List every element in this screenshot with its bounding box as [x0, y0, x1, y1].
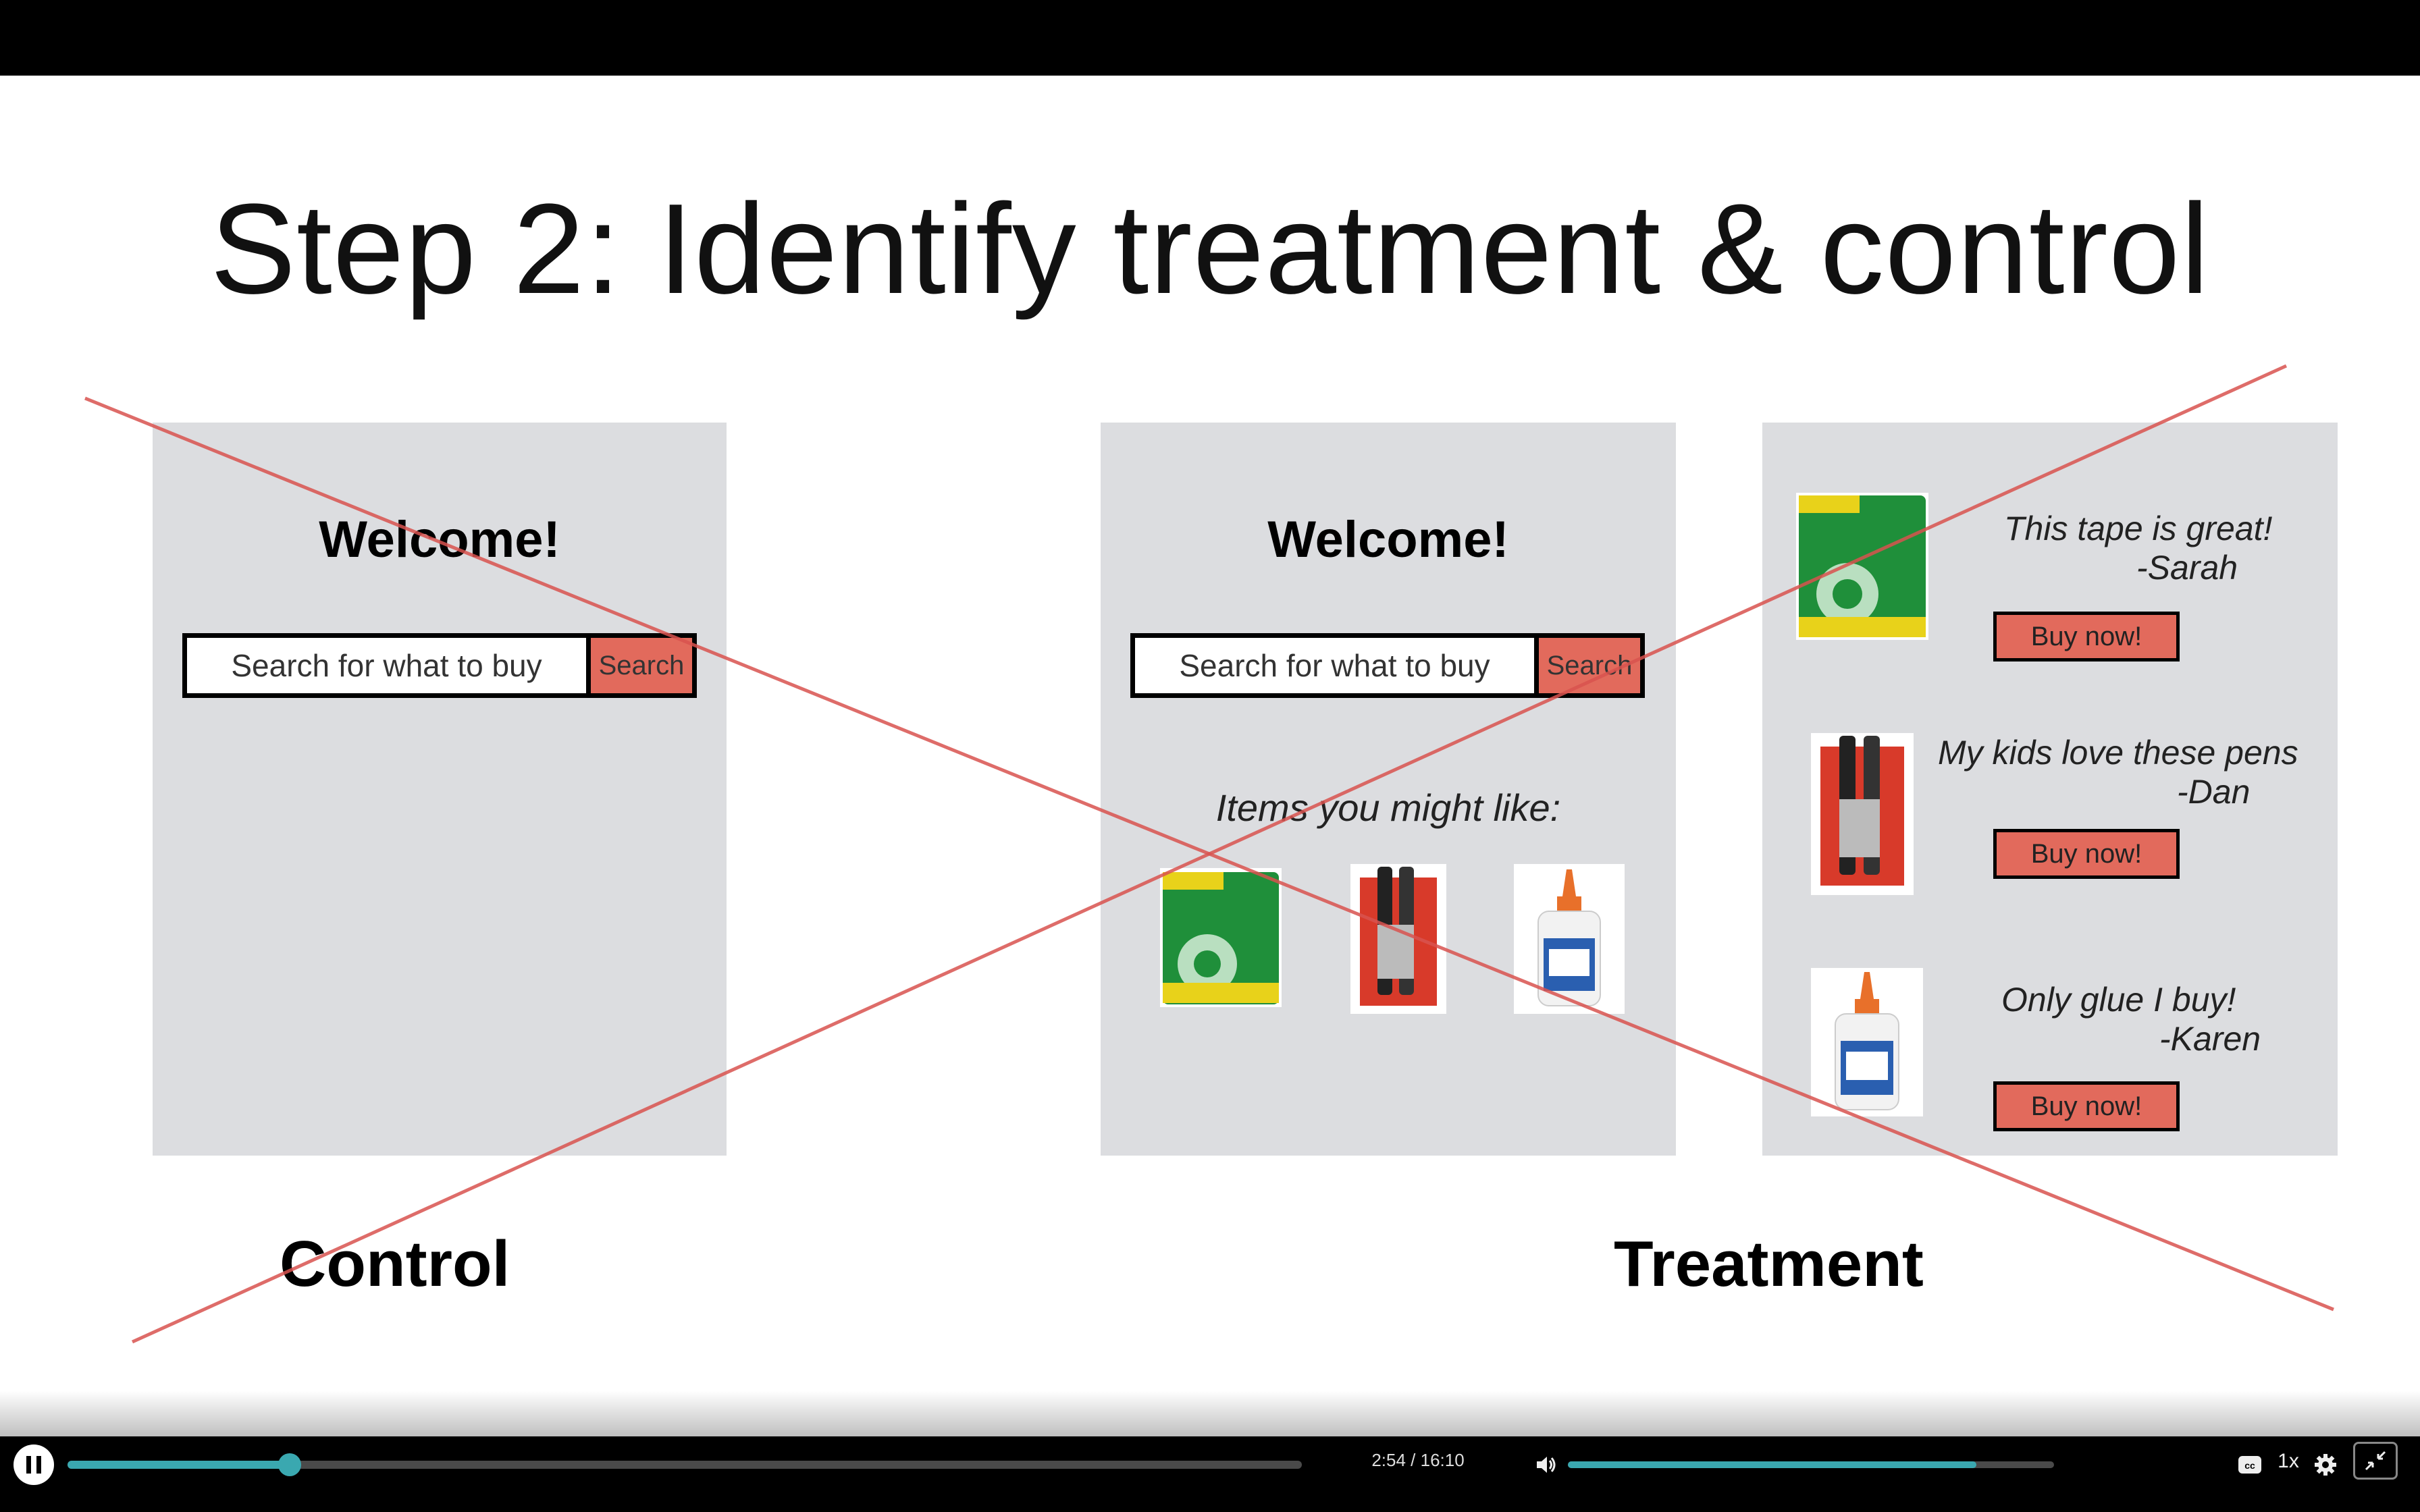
volume-slider[interactable]	[1568, 1461, 2054, 1468]
progress-handle[interactable]	[278, 1453, 301, 1476]
exit-fullscreen-button[interactable]	[2353, 1442, 2398, 1480]
exit-fullscreen-icon	[2355, 1444, 2396, 1478]
progress-bar[interactable]	[68, 1461, 1302, 1469]
pause-button[interactable]	[14, 1444, 54, 1485]
cross-out-marks	[0, 76, 2420, 1436]
progress-fill	[68, 1461, 290, 1469]
volume-fill	[1568, 1461, 1976, 1468]
settings-icon[interactable]	[2312, 1451, 2339, 1478]
captions-icon[interactable]: cc	[2236, 1453, 2263, 1477]
time-display: 2:54 / 16:10	[1344, 1450, 1492, 1471]
volume-icon[interactable]	[1533, 1451, 1560, 1478]
svg-text:cc: cc	[2244, 1460, 2255, 1471]
controls-gradient	[0, 1390, 2420, 1436]
cross-line	[132, 366, 2286, 1342]
player-controls	[0, 1436, 2420, 1512]
playback-speed-button[interactable]: 1x	[2271, 1450, 2305, 1473]
slide: Step 2: Identify treatment & control Wel…	[0, 76, 2420, 1436]
